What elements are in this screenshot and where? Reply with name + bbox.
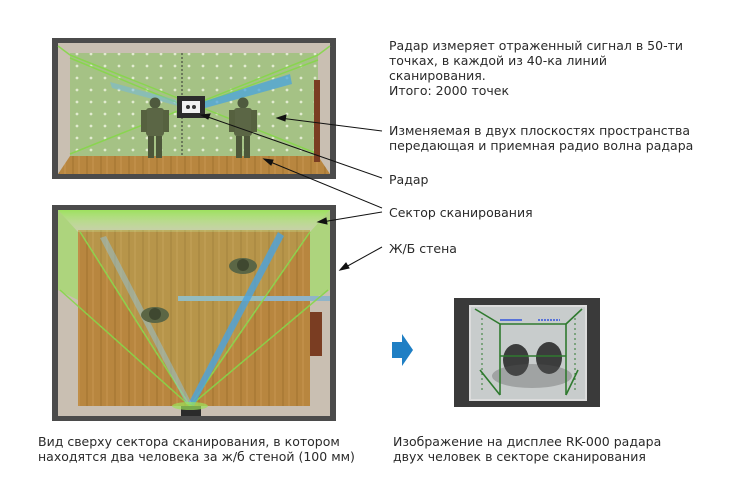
- soldier-left: [141, 97, 169, 158]
- radar-display-image: [454, 298, 600, 407]
- person-top-upper: [229, 258, 257, 274]
- room-top-view: [52, 205, 336, 421]
- caption-top-view: Вид сверху сектора сканирования, в котор…: [38, 434, 355, 464]
- annotation-radar-measures: Радар измеряет отраженный сигнал в 50-ти…: [389, 38, 684, 98]
- annotation-radio-wave: Изменяемая в двух плоскостях пространств…: [389, 123, 694, 153]
- arrow-right-icon: [392, 334, 413, 366]
- room-front-view: [52, 38, 336, 179]
- annotation-rc-wall: Ж/Б стена: [389, 241, 457, 256]
- person-top-lower: [141, 307, 169, 323]
- radar-device: [177, 96, 205, 118]
- annotation-radar: Радар: [389, 172, 429, 187]
- radar-device-top: [181, 406, 201, 416]
- caption-display: Изображение на дисплее RK-000 радара дву…: [393, 434, 662, 464]
- pointer-lines: [199, 113, 383, 271]
- annotation-scan-sector: Сектор сканирования: [389, 205, 533, 220]
- soldier-right: [229, 97, 257, 158]
